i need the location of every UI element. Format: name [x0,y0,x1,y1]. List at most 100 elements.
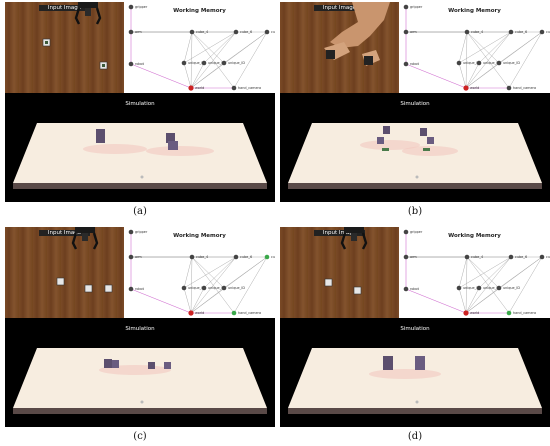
graph-edge [465,256,468,314]
graph-node-world [463,310,469,316]
graph-node-label: cube_6 [240,30,252,34]
sim-cube [383,356,393,370]
graph-edge [190,31,193,89]
cube-icon [353,286,362,295]
graph-node-label: hand_camera [238,311,261,315]
graph-node-arm [128,254,134,260]
graph-node-label: cube_4 [471,255,483,259]
graph-node-label: unique_ID [463,286,480,290]
graph-edge [191,256,235,314]
graph-node-label: unique_ID [483,286,500,290]
graph-node-unique_ID_3 [496,60,502,66]
graph-node-cube_4 [464,29,470,35]
graph-edge [130,63,192,89]
sim-cube [166,133,175,143]
panel-caption-b: (b) [407,206,423,217]
graph-node-label: world [195,86,204,90]
graph-node-cube_6 [508,29,514,35]
input-image-title: Input Image [313,5,366,11]
graph-edge [478,256,512,289]
graph-node-unique_ID_2 [476,285,482,291]
graph-edge [465,287,500,314]
graph-node-label: cube_6 [271,255,275,259]
simulation-view: Simulation [5,318,275,427]
simulation-title: Simulation [125,326,155,332]
simulation-view: Simulation [5,93,275,202]
graph-node-world [188,310,194,316]
graph-edge [405,288,467,314]
working-memory-title: Working Memory [173,233,226,239]
graph-edge [466,31,510,89]
input-image-view: Input Image [5,227,124,318]
graph-edge [183,31,193,64]
graph-edge [203,31,237,64]
graph-node-label: arm [410,30,417,34]
graph-node-gripper [128,4,134,10]
graph-node-label: robot [135,62,145,66]
graph-node-label: cube_6 [546,255,550,259]
graph-edge [233,256,268,314]
graph-node-label: robot [410,287,420,291]
graph-node-world [188,85,194,91]
graph-edge [190,256,237,314]
graph-node-gripper [403,4,409,10]
simulation-scene [288,348,542,414]
graph-edge [190,31,268,89]
graph-edge [183,62,192,89]
graph-node-label: cube_4 [196,30,208,34]
simulation-title: Simulation [400,101,430,107]
graph-node-label: gripper [410,5,423,9]
graph-node-unique_ID_2 [476,60,482,66]
simulation-view: Simulation [280,93,550,202]
robot-gripper-icon [71,227,99,250]
graph-node-label: cube_4 [196,255,208,259]
working-memory-title: Working Memory [448,8,501,14]
panel-caption-a: (a) [133,206,147,217]
human-arm-icon [330,2,390,48]
graph-edge [458,31,468,64]
graph-edge [458,256,512,289]
graph-node-cube_4 [189,29,195,35]
graph-node-world [463,85,469,91]
graph-node-arm [403,29,409,35]
graph-node-robot [128,61,134,67]
sim-cube [377,137,384,144]
graph-node-cube_4 [464,254,470,260]
graph-edge [191,31,225,64]
graph-node-robot [403,61,409,67]
graph-node-label: unique_ID [228,286,245,290]
simulation-scene [288,123,542,189]
graph-node-unique_ID_1 [456,285,462,291]
sim-cube [112,360,119,368]
simulation-scene [13,123,267,189]
panel-caption-d: (d) [407,431,423,442]
graph-edge [465,287,480,314]
graph-edge [458,62,467,89]
graph-edge [458,256,468,289]
sim-cube [383,126,390,134]
robot-gripper-icon [74,2,102,25]
graph-node-label: unique_ID [228,61,245,65]
sim-cube [415,356,425,370]
graph-node-cube_6 [508,254,514,260]
graph-node-label: cube_6 [546,30,550,34]
cube-icon [324,278,333,287]
simulation-table [13,123,267,183]
graph-edge [465,62,480,89]
graph-edge [190,287,225,314]
graph-node-label: unique_ID [188,286,205,290]
graph-node-label: gripper [410,230,423,234]
sim-cube [148,362,155,369]
input-image-view: Input Image [5,2,124,93]
graph-edge [465,31,512,89]
graph-edge [465,62,500,89]
graph-node-robot [128,286,134,292]
graph-node-label: hand_camera [513,311,536,315]
graph-node-cube_6 [233,254,239,260]
input-image-view: Input Image [280,2,399,93]
graph-edge [478,31,512,64]
graph-edge [508,256,543,314]
